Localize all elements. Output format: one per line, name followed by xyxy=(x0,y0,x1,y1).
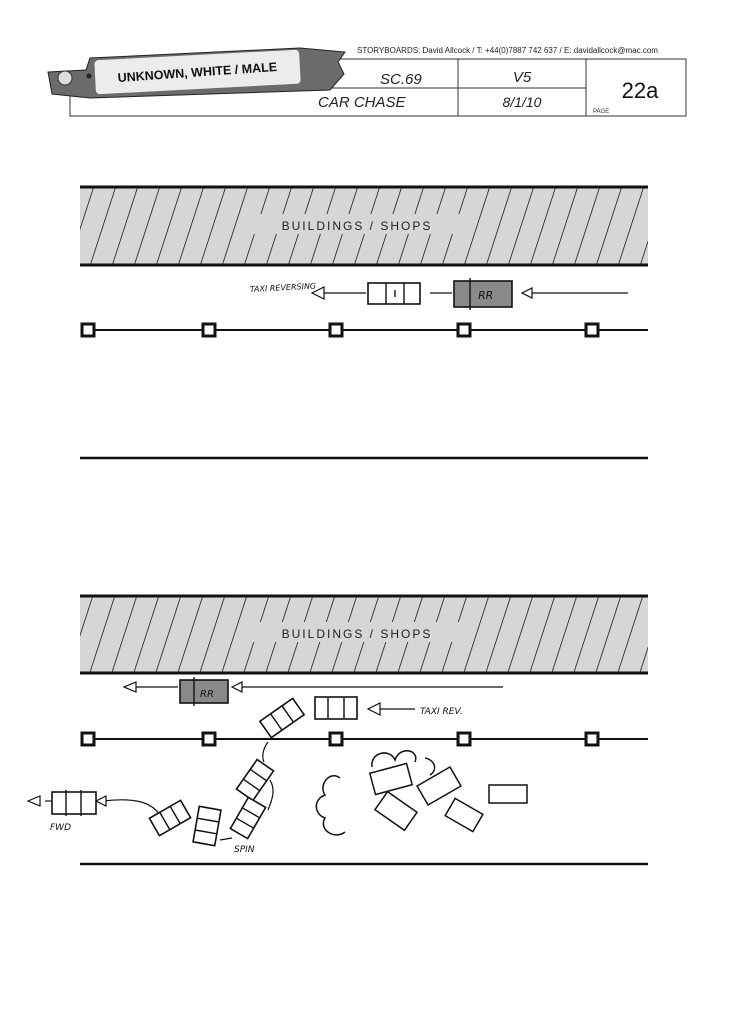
taxi-rev-label: TAXI REV. xyxy=(420,707,462,717)
taxi-car-spinning xyxy=(229,796,267,840)
taxi-reversing-label: TAXI REVERSING xyxy=(250,282,317,294)
buildings-label: BUILDINGS / SHOPS xyxy=(282,219,433,233)
movement-arrows xyxy=(310,286,628,300)
fwd-label: FWD xyxy=(50,823,71,833)
crash-debris xyxy=(315,750,528,836)
taxi-car xyxy=(367,282,421,305)
taxi-car-spinning xyxy=(148,799,192,837)
version: V5 xyxy=(513,69,532,86)
rr-car: RR xyxy=(453,278,513,310)
road-markers xyxy=(80,322,600,338)
spin-label: SPIN xyxy=(234,845,255,855)
taxi-car-spinning xyxy=(192,805,222,847)
taxi-car-forward xyxy=(51,790,97,816)
header-box xyxy=(69,58,687,117)
page-number: 22a xyxy=(622,78,659,103)
movement-arrows xyxy=(26,681,503,841)
title-tag-logo: UNKNOWN, WHITE / MALE xyxy=(47,47,346,99)
taxi-car xyxy=(314,696,358,720)
taxi-car-turning xyxy=(258,697,306,739)
road-markers xyxy=(80,731,600,747)
rr-label: RR xyxy=(478,289,493,302)
panel-1: BUILDINGS / SHOPS RR TAXI REVERSING xyxy=(80,185,648,460)
buildings-label: BUILDINGS / SHOPS xyxy=(282,627,433,641)
date: 8/1/10 xyxy=(503,94,542,110)
rr-label: RR xyxy=(200,689,214,700)
credits-text: STORYBOARDS: David Allcock / T: +44(0)78… xyxy=(357,46,658,55)
taxi-car-spinning xyxy=(235,758,275,802)
scene-name: CAR CHASE xyxy=(318,94,407,111)
panel-2: BUILDINGS / SHOPS RR TAXI REV. xyxy=(26,594,648,866)
page-label: PAGE xyxy=(593,109,609,115)
rr-car: RR xyxy=(179,677,229,706)
scene-number: SC.69 xyxy=(380,71,422,88)
